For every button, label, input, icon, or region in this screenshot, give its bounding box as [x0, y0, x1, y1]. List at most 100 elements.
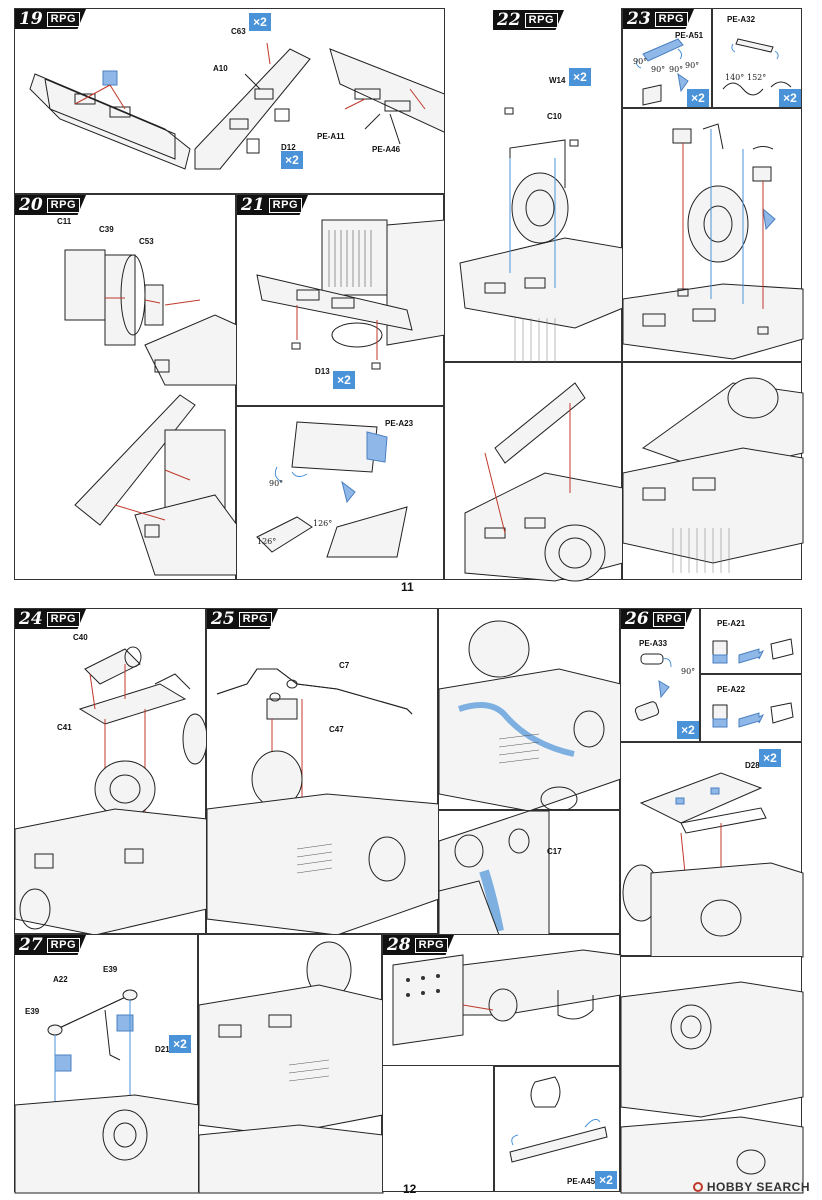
step-25-c7-panel: [438, 608, 622, 812]
rpg-logo: RPG: [46, 611, 81, 627]
angle-126: 126°: [257, 537, 277, 546]
step-26-pe-a21-panel: PE-A21: [700, 608, 802, 674]
label-d28: D28: [745, 761, 760, 770]
rpg-logo: RPG: [654, 11, 689, 27]
page-11: 19 RPG C63 ×2 A10: [14, 8, 804, 594]
label-c39: C39: [99, 225, 114, 234]
step-25-banner: 25 RPG: [207, 609, 279, 629]
step-19-drawing: [29, 42, 486, 170]
label-c53: C53: [139, 237, 154, 246]
step-22-panel: 22 RPG W14 ×2 C10: [444, 8, 624, 362]
step-19-banner: 19 RPG: [15, 9, 87, 29]
rpg-logo: RPG: [46, 11, 81, 27]
pe-a32-drawing: [722, 38, 792, 96]
label-a10: A10: [213, 64, 228, 73]
label-c40: C40: [73, 633, 88, 642]
label-d12: D12: [281, 143, 296, 152]
step-25-panel: 25 RPG C7 C47: [206, 608, 440, 936]
label-pe-a32: PE-A32: [727, 15, 756, 24]
step-number: 27: [19, 935, 43, 955]
step-22-banner: 22 RPG: [493, 10, 565, 30]
label-a22: A22: [53, 975, 68, 984]
angle-90: 90°: [269, 479, 284, 488]
step-26-panel: 26 RPG PE-A33 90° ×2: [620, 608, 700, 742]
step-19-panel: 19 RPG C63 ×2 A10: [14, 8, 494, 194]
step-number: 22: [497, 10, 521, 30]
step-25-drawing: [206, 668, 440, 936]
step-27-drawing: [14, 989, 200, 1194]
angle-126: 126°: [313, 519, 333, 528]
quantity-badge: ×2: [569, 68, 591, 86]
angle-140: 140°: [725, 73, 745, 82]
step-number: 21: [241, 195, 265, 215]
label-pe-a23: PE-A23: [385, 419, 414, 428]
step-28-banner: 28 RPG: [383, 935, 455, 955]
quantity-badge: ×2: [687, 89, 709, 107]
step-21-drawing: [256, 219, 446, 370]
step-26-drawing: [622, 772, 804, 958]
step-number: 23: [627, 9, 651, 29]
label-pe-a22: PE-A22: [717, 685, 746, 694]
quantity-badge: ×2: [759, 749, 781, 767]
page-12: 24 RPG C40 C41 25 RPG: [0, 600, 822, 1200]
step-20-banner: 20 RPG: [15, 195, 87, 215]
step-25-c7-drawing: [438, 620, 622, 812]
step-number: 25: [211, 609, 235, 629]
quantity-badge: ×2: [333, 371, 355, 389]
step-22-bottom-drawing: [464, 382, 624, 582]
step-25-c17-panel: C17: [438, 810, 620, 936]
step-28-drawing: [392, 949, 622, 1046]
step-28-result-panel: [620, 956, 804, 1194]
pe-a51-drawing: [636, 38, 689, 106]
rpg-logo: RPG: [652, 611, 687, 627]
rpg-logo: RPG: [414, 937, 449, 953]
step-number: 24: [19, 609, 43, 629]
step-22-bottom-panel: [444, 362, 624, 582]
pe-a23-drawing: [256, 421, 408, 558]
step-26-pe-a22-panel: PE-A22: [700, 674, 802, 742]
step-number: 26: [625, 609, 649, 629]
pe-a21-drawing: [712, 638, 794, 664]
rpg-logo: RPG: [46, 197, 81, 213]
label-d13: D13: [315, 367, 330, 376]
label-c7: C7: [339, 661, 350, 670]
step-21-panel: 21 RPG D13 ×2: [236, 194, 446, 406]
label-c11: C11: [57, 217, 72, 226]
step-24-panel: 24 RPG C40 C41: [14, 608, 208, 936]
label-c41: C41: [57, 723, 72, 732]
step-20-panel: 20 RPG C11 C39 C53: [14, 194, 238, 580]
angle-90: 90°: [633, 57, 648, 66]
step-28-result-drawing: [620, 981, 804, 1194]
page-number: 12: [403, 1182, 417, 1196]
angle-90: 90°: [669, 65, 684, 74]
label-e39: E39: [25, 1007, 40, 1016]
step-number: 28: [387, 935, 411, 955]
pe-a45-drawing: [509, 1076, 608, 1163]
step-24-drawing: [14, 646, 208, 936]
pe-a22-drawing: [712, 702, 794, 728]
label-pe-a33: PE-A33: [639, 639, 668, 648]
step-27-banner: 27 RPG: [15, 935, 87, 955]
step-28-assembly-panel: [382, 1066, 494, 1192]
angle-90: 90°: [681, 667, 696, 676]
step-22-drawing: [459, 107, 624, 362]
step-21-sub-panel: PE-A23 90° 126° 126°: [236, 406, 444, 580]
label-pe-a51: PE-A51: [675, 31, 704, 40]
pe-a33-drawing: [634, 653, 672, 721]
step-23-bottom-panel: [622, 362, 804, 580]
rpg-logo: RPG: [524, 12, 559, 28]
quantity-badge: ×2: [249, 13, 271, 31]
label-pe-a11: PE-A11: [317, 132, 345, 141]
watermark: HOBBY SEARCH: [692, 1180, 810, 1194]
quantity-badge: ×2: [779, 89, 801, 107]
step-26-main-panel: D28 ×2: [620, 742, 804, 958]
step-23-pe-a32-panel: PE-A32 140° 152° ×2: [712, 8, 802, 108]
quantity-badge: ×2: [677, 721, 699, 739]
step-26-banner: 26 RPG: [621, 609, 693, 629]
label-e39: E39: [103, 965, 118, 974]
label-c17: C17: [547, 847, 562, 856]
step-23-bottom-drawing: [622, 377, 804, 573]
rpg-logo: RPG: [46, 937, 81, 953]
step-27-result-panel: [198, 934, 384, 1194]
step-number: 20: [19, 195, 43, 215]
